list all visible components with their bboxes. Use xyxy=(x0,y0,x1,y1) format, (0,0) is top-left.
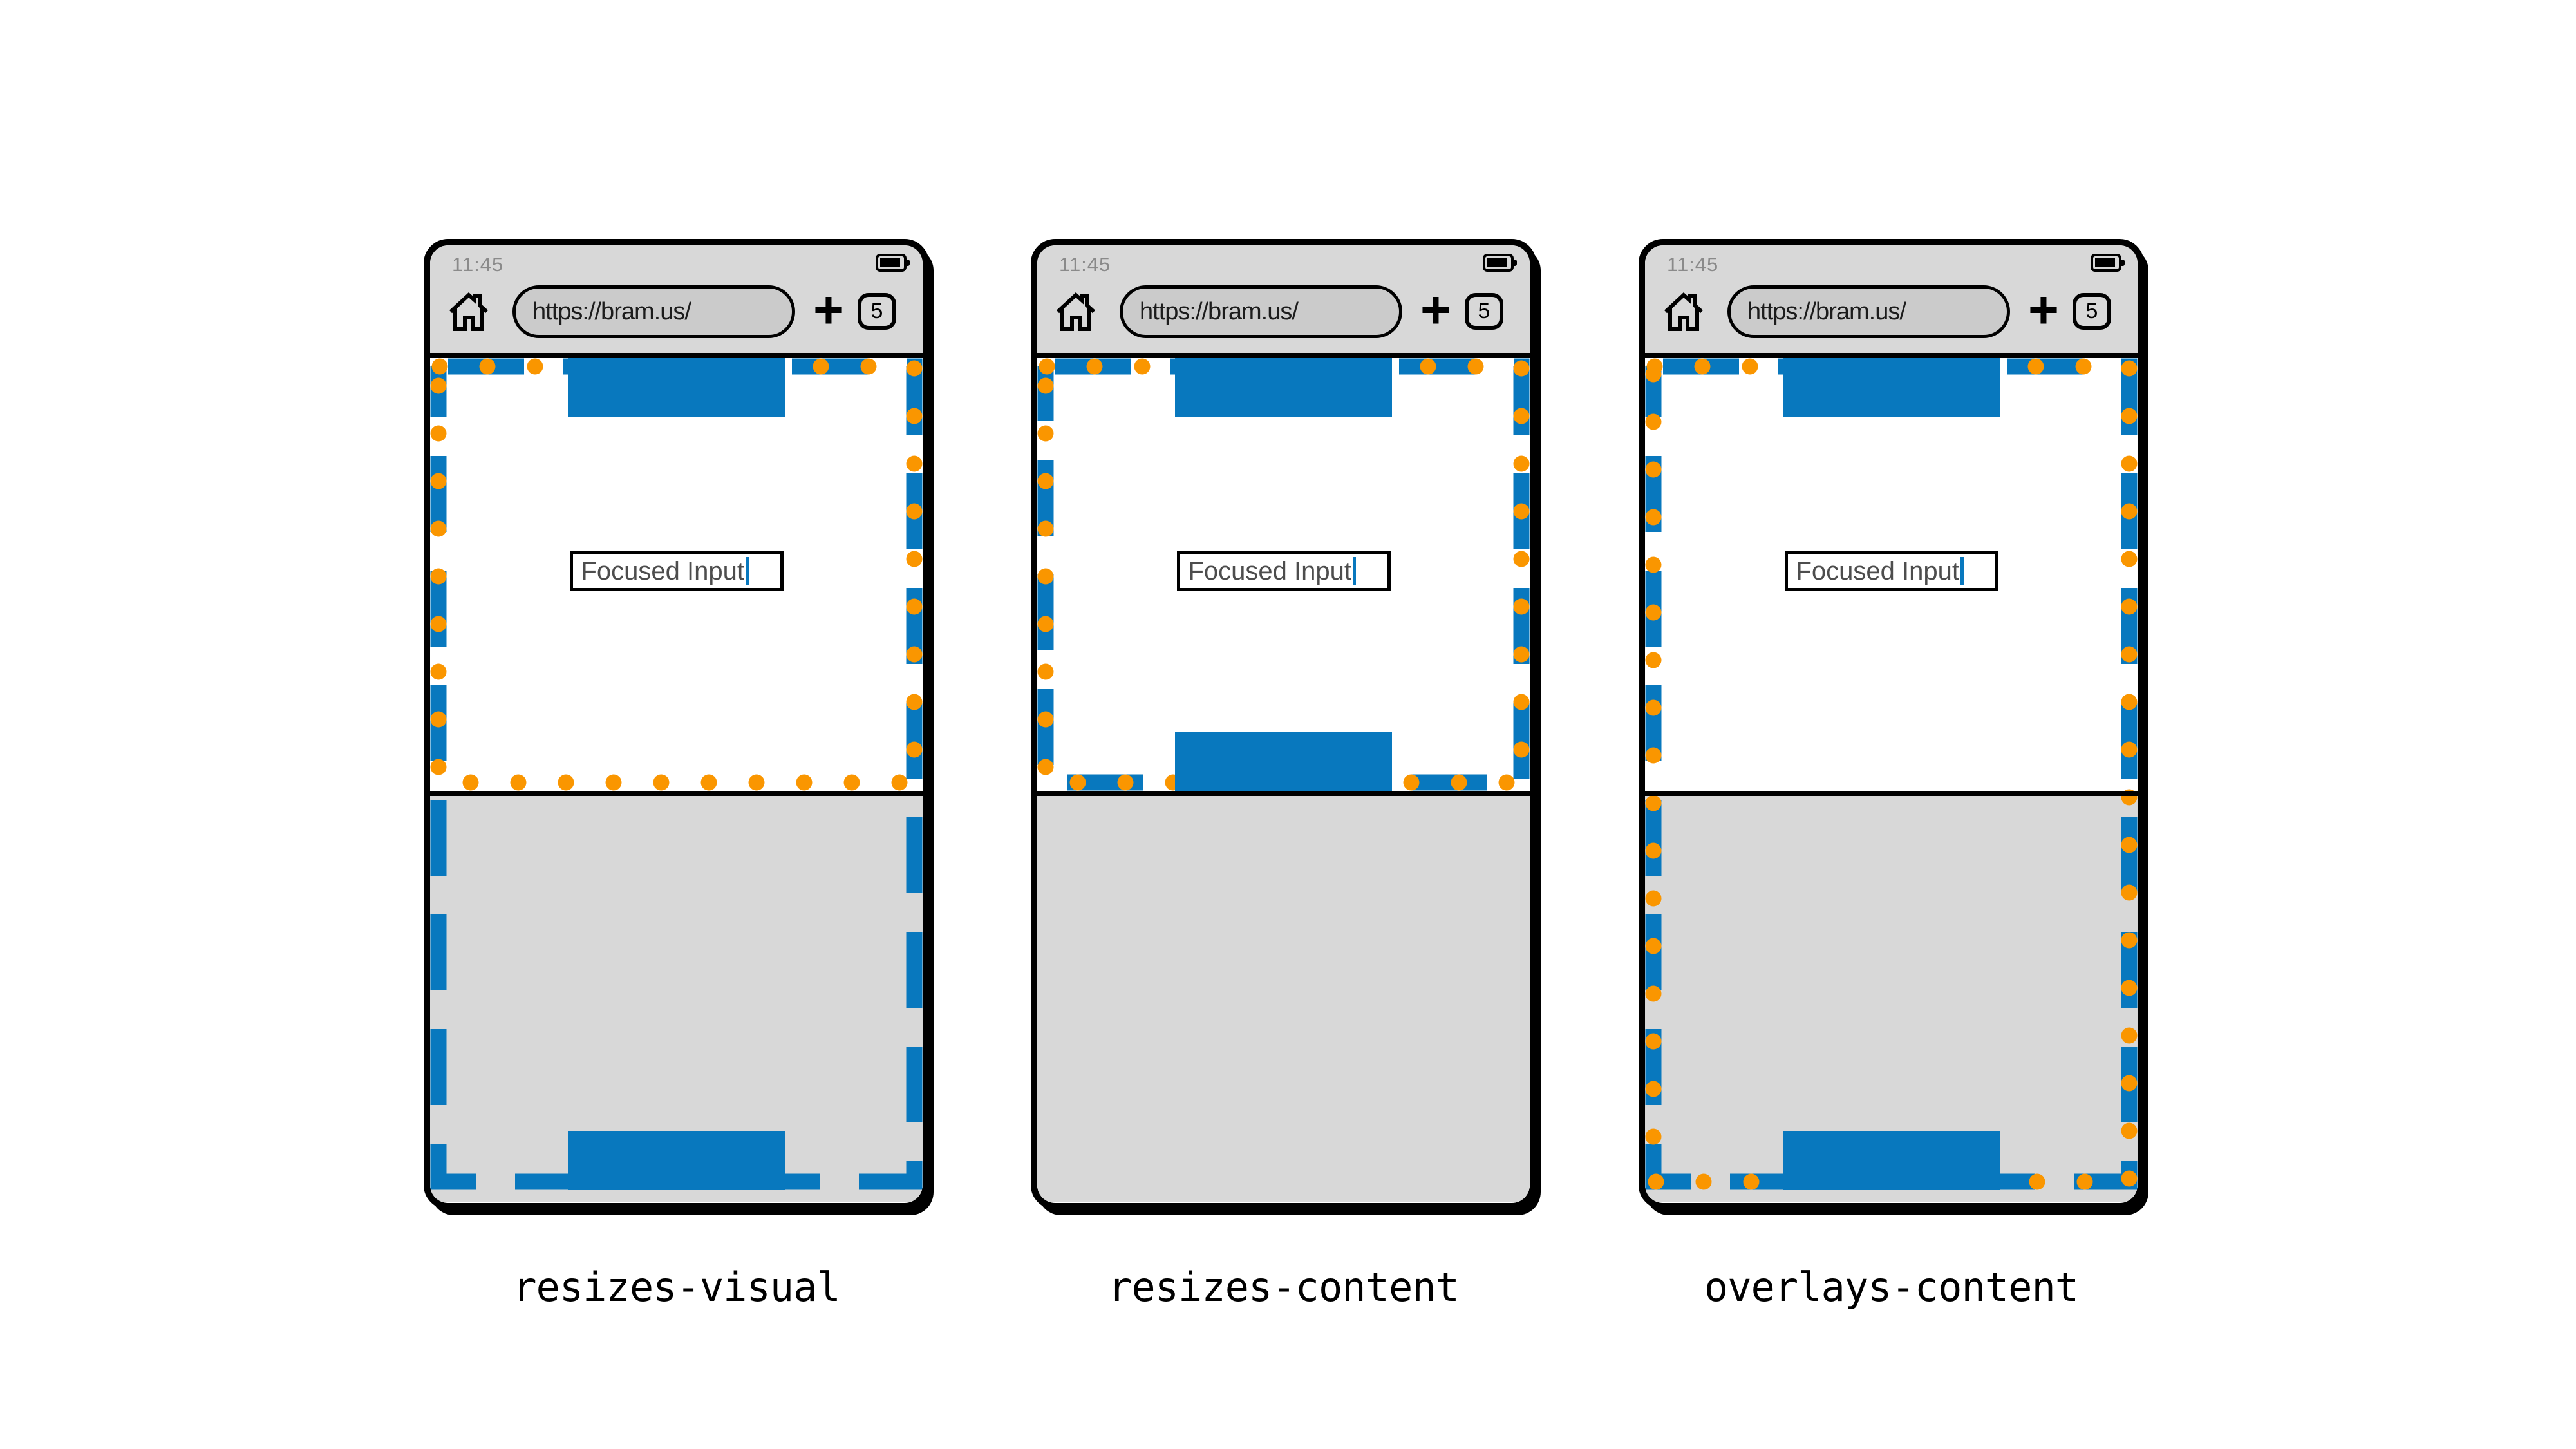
home-button[interactable] xyxy=(1054,290,1098,334)
viewport-overlay xyxy=(430,358,923,1190)
url-text: https://bram.us/ xyxy=(1747,298,1906,325)
phone-mockup-resizes-content: 11:45 https://bram.us/ + xyxy=(1031,239,1536,1209)
tab-counter-button[interactable]: 5 xyxy=(1465,293,1503,330)
focused-input-value: Focused Input xyxy=(581,556,745,585)
page-viewport: Focused Input xyxy=(1645,358,2138,1202)
viewport-overlay xyxy=(1037,358,1530,791)
chrome-divider xyxy=(1037,353,1530,358)
fixed-footer-bar xyxy=(1783,1131,2000,1190)
focused-input[interactable]: Focused Input xyxy=(569,551,784,591)
page-viewport: Focused Input xyxy=(430,358,923,1202)
tab-count-label: 5 xyxy=(870,299,883,323)
viewport-overlay xyxy=(1645,358,2138,1190)
status-time: 11:45 xyxy=(1059,253,1111,276)
home-button[interactable] xyxy=(1662,290,1706,334)
phone-caption-resizes-visual: resizes-visual xyxy=(512,1264,841,1311)
home-icon xyxy=(1662,292,1705,335)
phone-caption-overlays-content: overlays-content xyxy=(1704,1264,2079,1311)
url-text: https://bram.us/ xyxy=(1140,298,1299,325)
url-bar[interactable]: https://bram.us/ xyxy=(1727,285,2010,338)
url-bar[interactable]: https://bram.us/ xyxy=(1120,285,1402,338)
home-icon xyxy=(1055,292,1097,335)
tab-count-label: 5 xyxy=(1478,299,1490,323)
fixed-footer-bar xyxy=(1175,732,1392,791)
keyboard-divider xyxy=(1037,791,1530,796)
phone-mockup-resizes-visual: 11:45 https://bram.us/ + xyxy=(424,239,929,1209)
battery-icon xyxy=(2091,254,2125,272)
plus-icon: + xyxy=(2028,281,2059,339)
browser-chrome: 11:45 https://bram.us/ + xyxy=(430,245,923,353)
virtual-keyboard xyxy=(1037,796,1530,1202)
battery-icon xyxy=(1483,254,1517,272)
tab-counter-button[interactable]: 5 xyxy=(858,293,896,330)
browser-chrome: 11:45 https://bram.us/ + xyxy=(1037,245,1530,353)
phone-caption-resizes-content: resizes-content xyxy=(1108,1264,1460,1311)
layout-viewport-dash-border xyxy=(430,358,923,1190)
layout-viewport-dash-border xyxy=(1645,358,2138,1190)
chrome-divider xyxy=(430,353,923,358)
home-icon xyxy=(447,292,490,335)
focused-input[interactable]: Focused Input xyxy=(1784,551,1998,591)
text-caret xyxy=(1353,557,1356,585)
fixed-header-bar xyxy=(1783,358,2000,417)
keyboard-divider xyxy=(430,791,923,796)
focused-input-value: Focused Input xyxy=(1796,556,1960,585)
focused-input[interactable]: Focused Input xyxy=(1176,551,1391,591)
focused-input-value: Focused Input xyxy=(1188,556,1352,585)
status-time: 11:45 xyxy=(452,253,504,276)
fixed-header-bar xyxy=(568,358,785,417)
battery-icon xyxy=(876,254,910,272)
fixed-footer-bar xyxy=(568,1131,785,1190)
visual-viewport-dot-border xyxy=(1645,358,2138,1190)
fixed-header-bar xyxy=(1175,358,1392,417)
keyboard-divider xyxy=(1645,791,2138,796)
browser-chrome: 11:45 https://bram.us/ + xyxy=(1645,245,2138,353)
home-button[interactable] xyxy=(447,290,491,334)
text-caret xyxy=(1960,557,1964,585)
url-text: https://bram.us/ xyxy=(532,298,691,325)
url-bar[interactable]: https://bram.us/ xyxy=(512,285,795,338)
page-viewport: Focused Input xyxy=(1037,358,1530,1202)
phone-mockup-overlays-content: 11:45 https://bram.us/ + xyxy=(1639,239,2144,1209)
chrome-divider xyxy=(1645,353,2138,358)
new-tab-button[interactable]: + xyxy=(809,283,849,338)
new-tab-button[interactable]: + xyxy=(1416,283,1456,338)
plus-icon: + xyxy=(1420,281,1451,339)
status-time: 11:45 xyxy=(1667,253,1719,276)
tab-counter-button[interactable]: 5 xyxy=(2073,293,2111,330)
new-tab-button[interactable]: + xyxy=(2024,283,2064,338)
tab-count-label: 5 xyxy=(2085,299,2098,323)
plus-icon: + xyxy=(813,281,844,339)
text-caret xyxy=(746,557,749,585)
